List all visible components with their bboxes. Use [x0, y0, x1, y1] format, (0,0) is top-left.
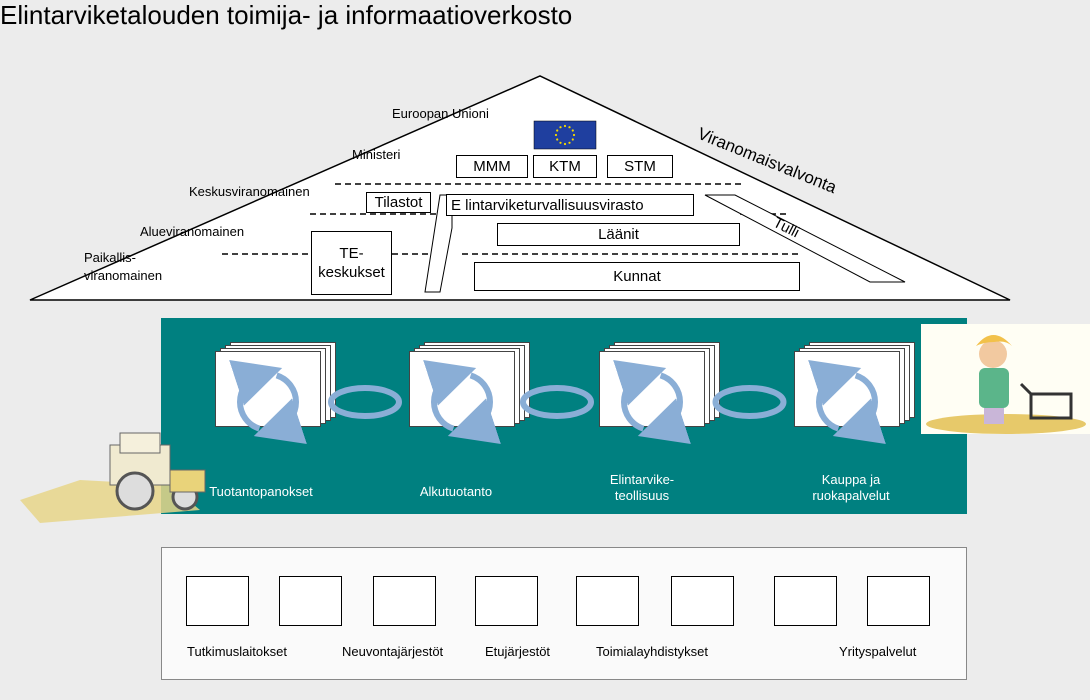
- eu-star: [559, 141, 562, 144]
- eu-star: [572, 133, 576, 137]
- tractor-image: [20, 432, 206, 523]
- actor-box: [279, 576, 342, 626]
- actor-label-business-services: Yrityspalvelut: [839, 644, 917, 659]
- eu-star: [571, 138, 574, 141]
- shopper-image: [921, 324, 1090, 434]
- eu-star: [571, 129, 574, 132]
- eu-stars-icon: [554, 124, 576, 146]
- link-arrow-icon: [328, 385, 402, 419]
- stage-label-2: Alkutuotanto: [419, 484, 493, 499]
- level-local-1: Paikallis-: [84, 250, 137, 265]
- food-chain-panel: Tuotantopanokset Alkutuotanto Elintarvik…: [161, 318, 967, 514]
- ministry-box-stm: STM: [607, 155, 673, 178]
- house-roof: [29, 75, 1011, 301]
- ministry-box-ktm: KTM: [533, 155, 597, 178]
- cycle-arrow-icon: [423, 359, 477, 432]
- actor-label-interest: Etujärjestöt: [485, 644, 551, 659]
- authority-house-diagram: [29, 75, 1011, 301]
- cycle-arrow-icon: [447, 372, 501, 445]
- actor-box: [576, 576, 639, 626]
- actor-label-industry-assoc: Toimialayhdistykset: [596, 644, 708, 659]
- cycle-arrow-icon: [229, 359, 283, 432]
- link-arrow-icon: [520, 385, 594, 419]
- cycle-arrow-icon: [832, 372, 886, 445]
- box-laanit: Läänit: [497, 223, 740, 246]
- cycle-arrow-icon: [808, 359, 862, 432]
- level-local-2: viranomainen: [84, 268, 163, 283]
- actor-label-research: Tutkimuslaitokset: [187, 644, 287, 659]
- stage-label-1: Tuotantopanokset: [209, 484, 313, 499]
- cycle-arrow-icon: [613, 359, 667, 432]
- level-ministry: Ministeri: [352, 147, 401, 162]
- eu-star: [554, 133, 558, 137]
- eu-star: [563, 124, 567, 128]
- link-arrow-icon: [712, 385, 787, 419]
- customs-band: [704, 194, 906, 283]
- actor-box: [373, 576, 436, 626]
- stage-label-3: Elintarvike-teollisuus: [609, 472, 675, 503]
- eu-star: [556, 138, 559, 141]
- actor-box: [774, 576, 837, 626]
- actor-box: [867, 576, 930, 626]
- level-regional: Alueviranomainen: [140, 224, 245, 239]
- eu-star: [568, 141, 571, 144]
- eu-star: [556, 129, 559, 132]
- actor-label-advisory: Neuvontajärjestöt: [342, 644, 444, 659]
- te-line-2: keskukset: [318, 264, 385, 281]
- box-kunnat: Kunnat: [474, 262, 800, 291]
- ministry-box-mmm: MMM: [456, 155, 528, 178]
- actor-box: [186, 576, 249, 626]
- eu-star: [568, 126, 571, 129]
- supporting-actors-panel: Tutkimuslaitokset Neuvontajärjestöt Etuj…: [161, 547, 967, 680]
- box-tilastot: Tilastot: [366, 192, 431, 213]
- cycle-arrows: [229, 359, 886, 445]
- actor-box: [475, 576, 538, 626]
- eu-star: [559, 126, 562, 129]
- cycle-arrow-icon: [637, 372, 691, 445]
- level-central: Keskusviranomainen: [189, 184, 310, 199]
- page-title: Elintarviketalouden toimija- ja informaa…: [0, 0, 573, 30]
- eu-star: [563, 142, 567, 146]
- box-evira: E lintarviketurvallisuusvirasto: [446, 194, 694, 216]
- cycle-arrow-icon: [253, 372, 307, 445]
- actor-box: [671, 576, 734, 626]
- te-line-1: TE-: [339, 245, 364, 262]
- box-te-keskukset: TE- keskukset: [311, 231, 392, 295]
- level-eu: Euroopan Unioni: [392, 106, 489, 121]
